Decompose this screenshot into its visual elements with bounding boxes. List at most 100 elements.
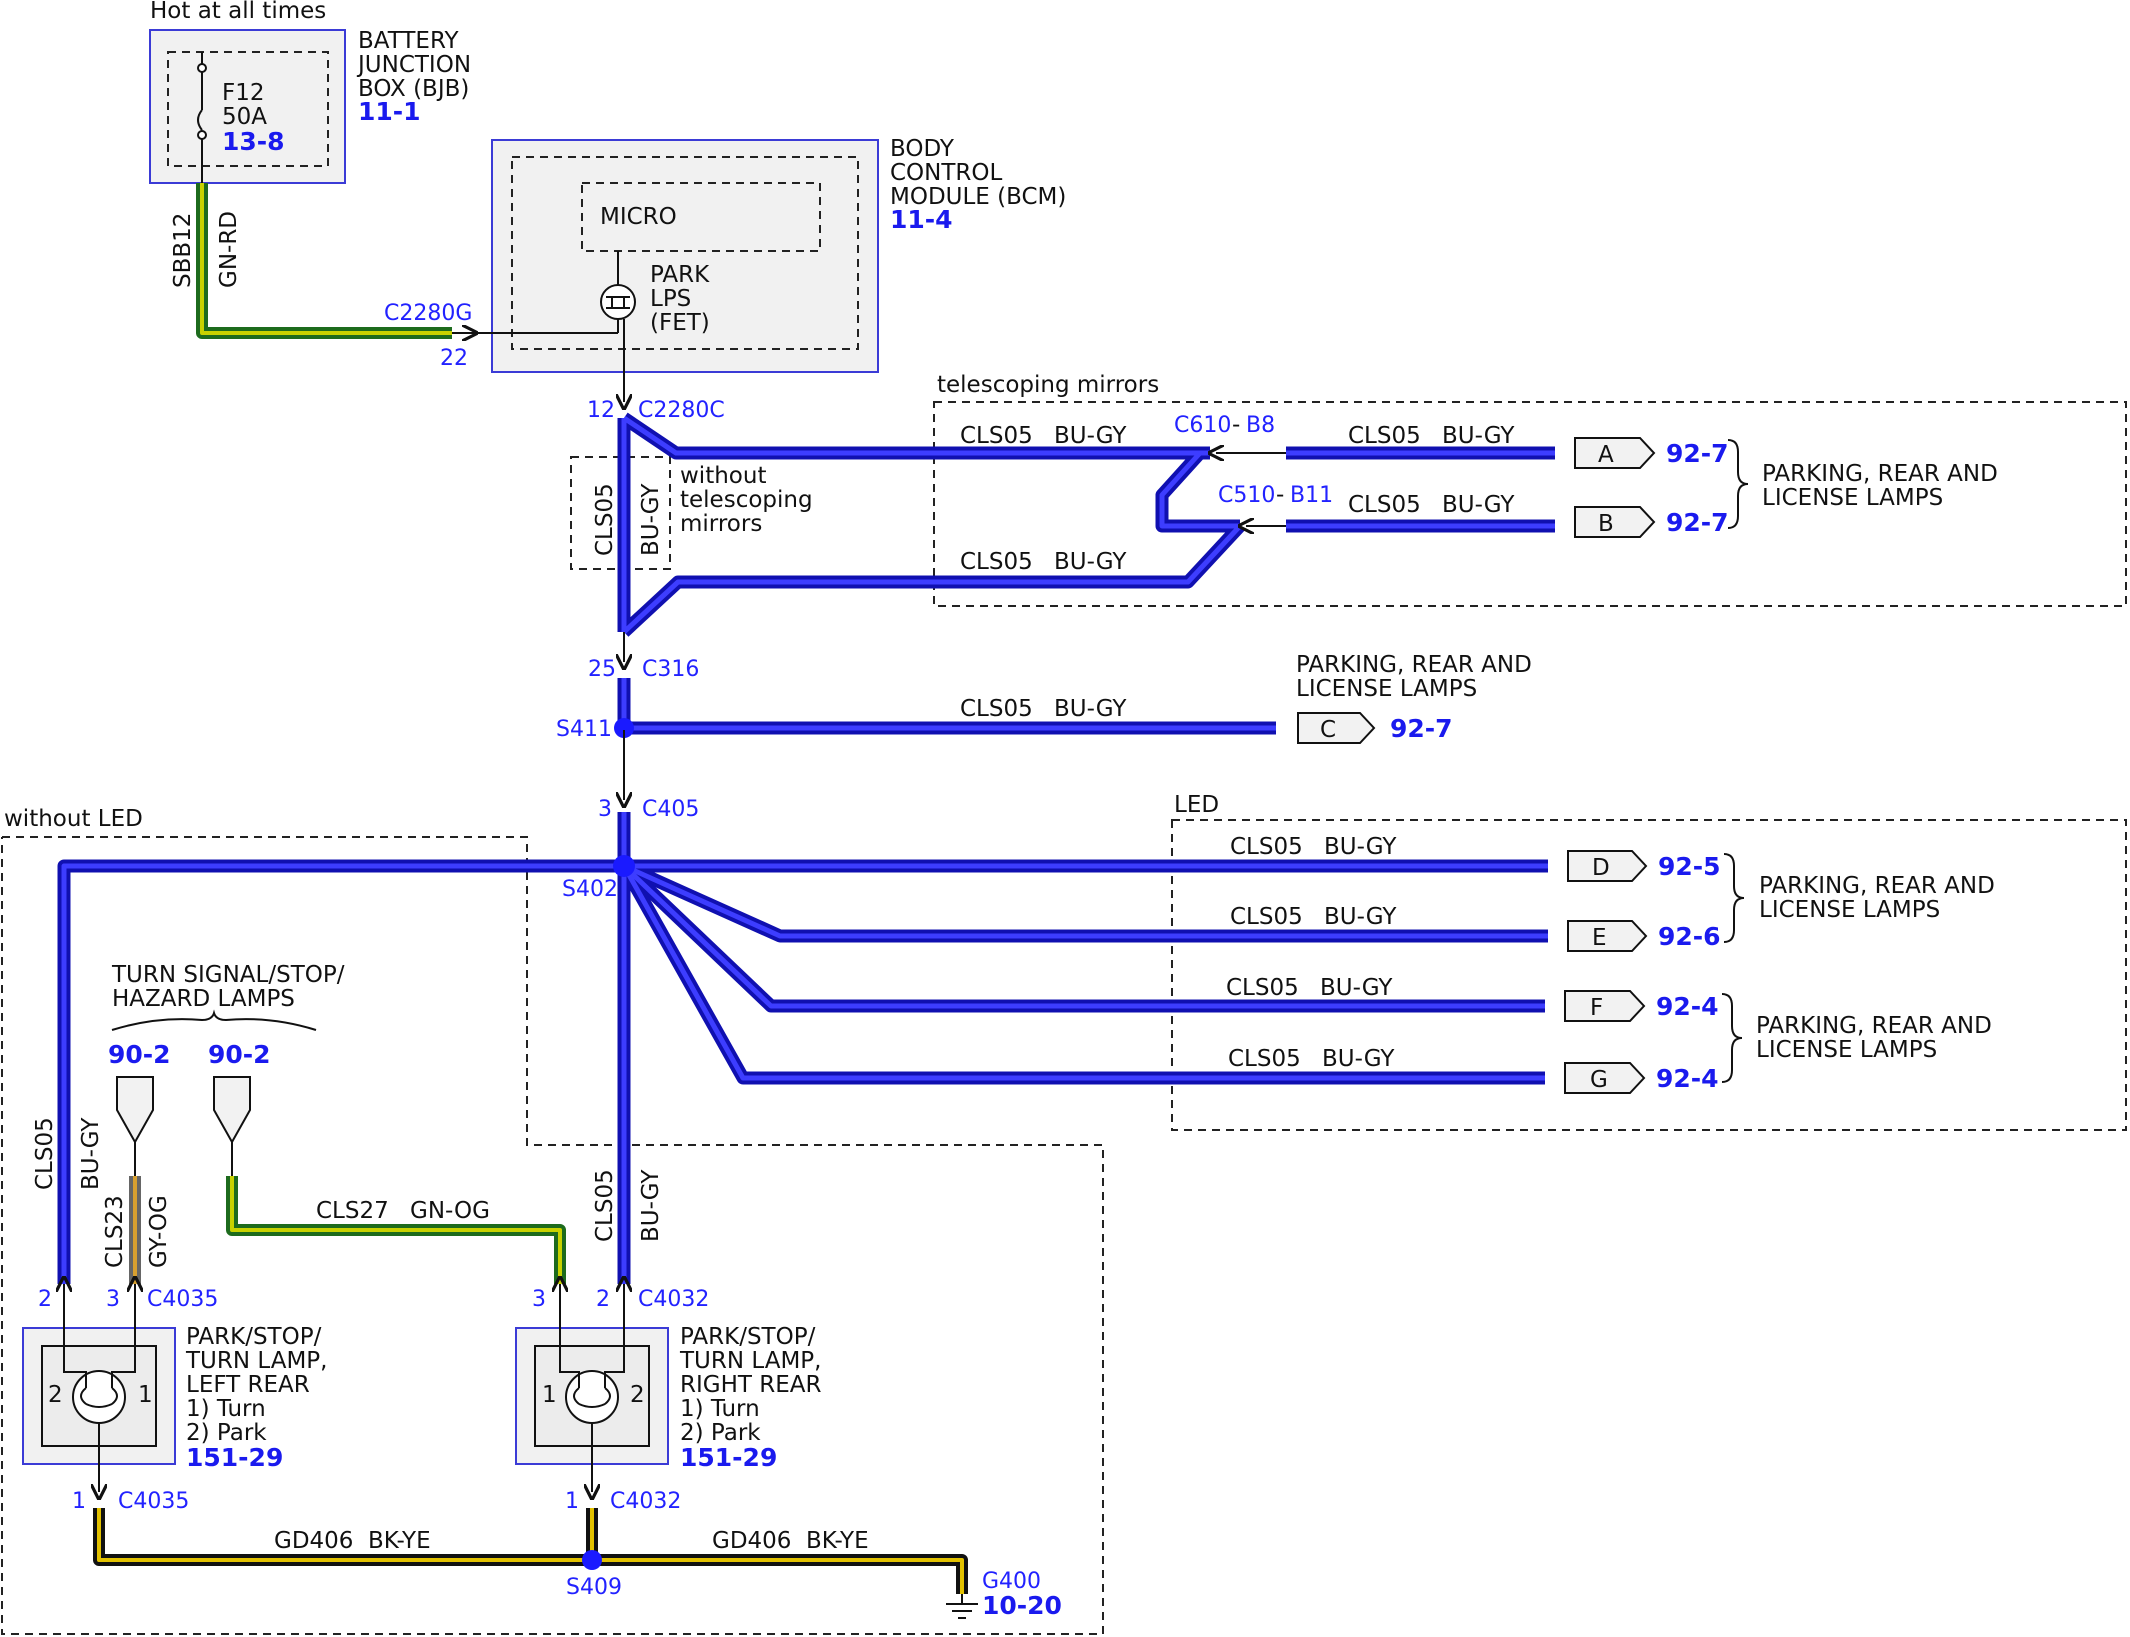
output-e: E 92-6 [1567, 920, 1721, 952]
turn-ref-right: 90-2 [208, 1040, 271, 1069]
output-c-letter: C [1320, 717, 1336, 743]
left-lamp-park: 2) Park [186, 1420, 267, 1446]
output-b-ref: 92-7 [1666, 508, 1729, 537]
output-c-ref: 92-7 [1390, 714, 1453, 743]
output-a-ref: 92-7 [1666, 439, 1729, 468]
output-d-letter: D [1592, 855, 1610, 881]
bjb-ref: 11-1 [358, 97, 421, 126]
wire-label-bugy: BU-GY [1322, 1046, 1395, 1072]
c4035-pin-2: 2 [38, 1287, 52, 1312]
output-f-ref: 92-4 [1656, 992, 1719, 1021]
right-lamp-pin-1: 1 [542, 1382, 557, 1408]
telescoping-mirrors-region [933, 401, 2127, 607]
wire-label-cls05: CLS05 [1348, 423, 1421, 449]
wire-label-bugy: BU-GY [1320, 975, 1393, 1001]
bugy-right-label: BU-GY [638, 1169, 664, 1242]
without-tel-1: without [680, 463, 766, 489]
wire-label-bugy: BU-GY [1324, 834, 1397, 860]
c4035-bottom-pin: 1 [72, 1489, 86, 1514]
fuse-ref: 13-8 [222, 127, 285, 156]
output-c: C 92-7 [1297, 712, 1453, 744]
left-lamp-turn: 1) Turn [186, 1396, 266, 1422]
c-output-title-2: LICENSE LAMPS [1296, 676, 1477, 702]
sbb12-circuit: SBB12 [170, 213, 196, 288]
ab-title-2: LICENSE LAMPS [1762, 485, 1943, 511]
fet-label-1: PARK [650, 262, 710, 288]
wire-label-bugy: BU-GY [1054, 423, 1127, 449]
pin-22: 22 [440, 346, 468, 371]
left-lamp-title-3: LEFT REAR [186, 1372, 310, 1398]
sbb12-wire [196, 183, 452, 339]
output-g: G 92-4 [1564, 1062, 1719, 1094]
s402-label: S402 [562, 877, 618, 902]
wire-label-cls05: CLS05 [1228, 1046, 1301, 1072]
c4035-label: C4035 [147, 1287, 218, 1312]
c4032-pin-3: 3 [532, 1287, 546, 1312]
wire-label-cls05: CLS05 [1230, 834, 1303, 860]
wire-label-cls05: CLS05 [960, 423, 1033, 449]
turn-title-1: TURN SIGNAL/STOP/ [111, 962, 345, 988]
c405-label: C405 [642, 797, 699, 822]
turn-title-2: HAZARD LAMPS [112, 986, 295, 1012]
brace-de [1723, 853, 1745, 943]
brace-ab [1727, 439, 1749, 529]
splice-s411 [614, 718, 634, 738]
s411-label: S411 [556, 717, 612, 742]
de-title-1: PARKING, REAR AND [1759, 873, 1995, 899]
body-control-module: MICRO PARK LPS (FET) [470, 139, 879, 398]
output-d: D 92-5 [1567, 850, 1721, 882]
without-led-region [1, 836, 1104, 1635]
wire-label-bugy: BU-GY [1054, 696, 1127, 722]
de-title-2: LICENSE LAMPS [1759, 897, 1940, 923]
cls05-right-label: CLS05 [592, 1169, 618, 1242]
right-rear-lamp: 1 2 [515, 1300, 669, 1465]
fg-title-1: PARKING, REAR AND [1756, 1013, 1992, 1039]
left-lamp-pin-2: 2 [48, 1382, 63, 1408]
bugy-left-label: BU-GY [78, 1117, 104, 1190]
fet-label-3: (FET) [650, 310, 710, 336]
right-lamp-pin-2: 2 [630, 1382, 645, 1408]
output-g-letter: G [1590, 1067, 1608, 1093]
bkye-label-right: BK-YE [806, 1528, 869, 1554]
wire-label-bugy: BU-GY [1324, 904, 1397, 930]
right-lamp-title-1: PARK/STOP/ [680, 1324, 816, 1350]
output-a-letter: A [1598, 442, 1614, 468]
bkye-label-left: BK-YE [368, 1528, 431, 1554]
right-lamp-ref: 151-29 [680, 1443, 777, 1472]
without-tel-3: mirrors [680, 511, 762, 537]
bu-gy-trunk [57, 412, 1555, 1284]
pin-3: 3 [598, 797, 612, 822]
c2280c-label: C2280C [638, 398, 725, 423]
fg-title-2: LICENSE LAMPS [1756, 1037, 1937, 1063]
c510-dash: - [1276, 482, 1284, 508]
output-a: A 92-7 [1574, 437, 1729, 469]
ground-icon [946, 1594, 978, 1619]
wire-label-cls05: CLS05 [1348, 492, 1421, 518]
right-lamp-turn: 1) Turn [680, 1396, 760, 1422]
c610-dash: - [1232, 412, 1240, 438]
turn-connector-right [213, 1076, 251, 1145]
left-lamp-ref: 151-29 [186, 1443, 283, 1472]
left-rear-lamp: 2 1 [22, 1300, 176, 1465]
c4032-pin-2: 2 [596, 1287, 610, 1312]
without-tel-2: telescoping [680, 487, 813, 513]
sbb12-color: GN-RD [216, 211, 242, 288]
fuse-rating: 50A [222, 104, 267, 130]
bcm-ref: 11-4 [890, 205, 953, 234]
output-b: B 92-7 [1574, 506, 1729, 538]
without-led-label: without LED [4, 806, 143, 832]
cls05-vertical-1: CLS05 [592, 483, 618, 556]
micro-label: MICRO [600, 204, 677, 230]
c2280g-label: C2280G [384, 301, 472, 326]
c4032-label: C4032 [638, 1287, 709, 1312]
output-e-ref: 92-6 [1658, 922, 1721, 951]
brace-fg [1721, 993, 1743, 1083]
battery-junction-box: F12 50A 13-8 [149, 29, 346, 184]
b11-label: B11 [1290, 483, 1333, 508]
fuse-label: F12 [222, 80, 265, 106]
output-f-letter: F [1590, 995, 1603, 1021]
splice-s409 [582, 1550, 602, 1570]
cls27-wire [226, 1176, 566, 1284]
wire-label-bugy: BU-GY [1442, 423, 1515, 449]
